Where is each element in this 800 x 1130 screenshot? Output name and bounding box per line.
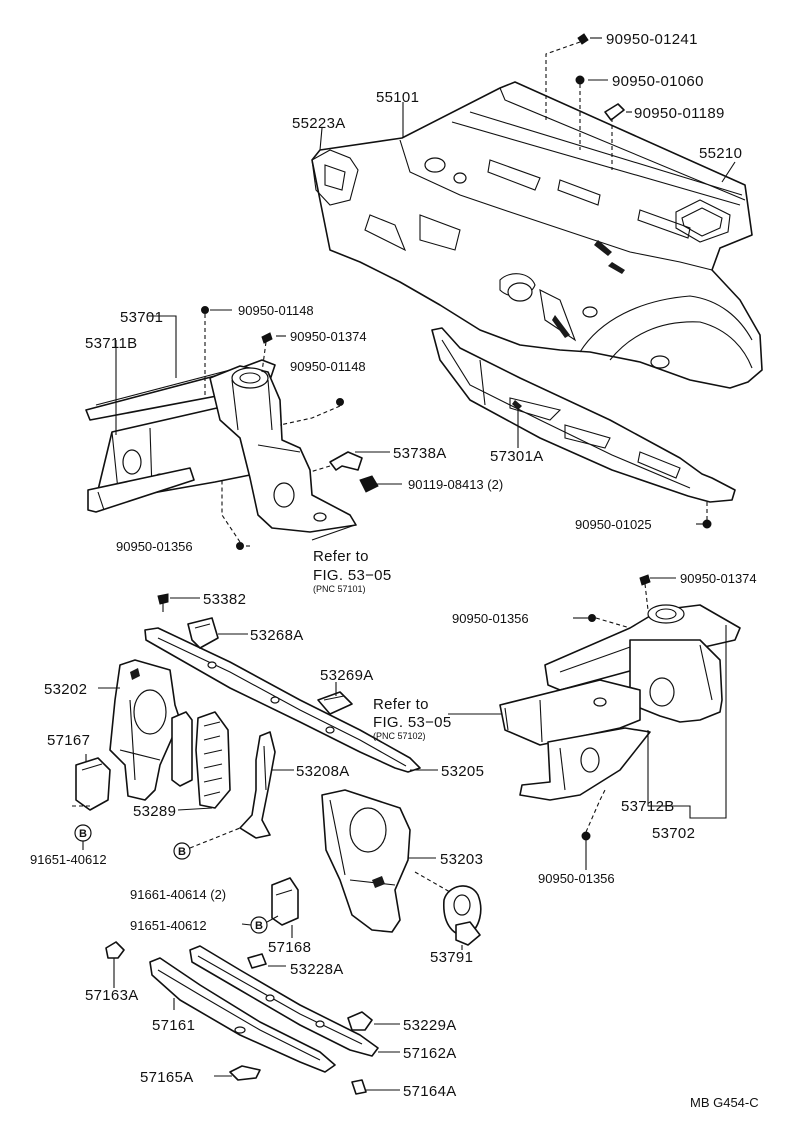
label-53702: 53702 <box>652 825 695 842</box>
label-90950-01189: 90950-01189 <box>634 105 725 122</box>
label-91661-40614: 91661-40614 (2) <box>130 887 226 902</box>
plug-90950-01060 <box>575 75 585 150</box>
label-refer-to-1: Refer to <box>313 548 369 565</box>
label-57168: 57168 <box>268 939 311 956</box>
bracket-57165A <box>229 1065 261 1081</box>
label-90950-01148-a: 90950-01148 <box>238 303 314 318</box>
bracket-57164A <box>351 1079 367 1095</box>
label-53791: 53791 <box>430 949 473 966</box>
label-53701: 53701 <box>120 309 163 326</box>
svg-text:B: B <box>255 920 263 932</box>
plugs-53702-group <box>581 574 651 841</box>
apron-53711B <box>209 365 357 533</box>
label-57163A: 57163A <box>85 987 139 1004</box>
label-91651-40612-b: 91651-40612 <box>130 918 207 933</box>
label-57164A: 57164A <box>403 1083 457 1100</box>
svg-text:B: B <box>178 846 186 858</box>
label-53268A: 53268A <box>250 627 304 644</box>
bracket-53269A <box>317 691 353 715</box>
plug-90950-01189 <box>604 103 625 170</box>
radiator-support-side-53202 <box>109 659 181 801</box>
label-pnc-ref-2: (PNC 57102) <box>373 731 426 741</box>
label-90950-01356-a: 90950-01356 <box>116 539 193 554</box>
bracket-53738A <box>309 451 363 473</box>
badge-91651-40612-a: B <box>74 824 92 842</box>
support-53289 <box>171 711 231 809</box>
label-55223A: 55223A <box>292 115 346 132</box>
insulator-55223A <box>311 149 359 206</box>
label-53289: 53289 <box>133 803 176 820</box>
label-90950-01060: 90950-01060 <box>612 73 704 90</box>
label-57161: 57161 <box>152 1017 195 1034</box>
label-53229A: 53229A <box>403 1017 457 1034</box>
bracket-53229A <box>347 1011 373 1031</box>
svg-text:B: B <box>79 828 87 840</box>
label-53203: 53203 <box>440 851 483 868</box>
label-55101: 55101 <box>376 89 419 106</box>
bracket-57167 <box>72 757 111 811</box>
label-90950-01374-a: 90950-01374 <box>290 329 367 344</box>
label-90950-01374-b: 90950-01374 <box>680 571 757 586</box>
figure-code: MB G454-C <box>690 1095 759 1110</box>
badge-91661-40614: B <box>173 827 241 860</box>
crossmember-57301A <box>431 327 736 503</box>
label-53202: 53202 <box>44 681 87 698</box>
label-57165A: 57165A <box>140 1069 194 1086</box>
label-57162A: 57162A <box>403 1045 457 1062</box>
label-53205: 53205 <box>441 763 484 780</box>
leader-lines <box>82 37 736 1091</box>
label-pnc-ref-1: (PNC 57101) <box>313 584 366 594</box>
label-90119-08413: 90119-08413 (2) <box>408 477 503 492</box>
label-90950-01025: 90950-01025 <box>575 517 652 532</box>
label-refer-to-2: Refer to <box>373 696 429 713</box>
lower-support-57161 <box>149 957 336 1073</box>
label-57301A: 57301A <box>490 448 544 465</box>
bracket-53268A <box>187 617 219 649</box>
label-53711B: 53711B <box>85 335 137 352</box>
hood-lock-support-53791 <box>414 871 482 946</box>
cowl-top-55210 <box>675 199 731 243</box>
radiator-support-side-53203 <box>321 789 411 933</box>
label-57167: 57167 <box>47 732 90 749</box>
label-53712B: 53712B <box>621 798 675 815</box>
bracket-53228A <box>247 953 267 969</box>
label-90950-01241: 90950-01241 <box>606 31 698 48</box>
label-53738A: 53738A <box>393 445 447 462</box>
bolt-53382 <box>157 593 169 612</box>
fasteners-53701-group <box>201 306 344 550</box>
label-55210: 55210 <box>699 145 742 162</box>
radiator-support-upper-53205 <box>144 627 421 773</box>
label-53382: 53382 <box>203 591 246 608</box>
side-member-assembly-53702 <box>499 604 741 801</box>
label-90950-01356-c: 90950-01356 <box>538 871 615 886</box>
label-53228A: 53228A <box>290 961 344 978</box>
lower-support-57162A <box>189 945 379 1057</box>
part-labels: 90950-01241 90950-01060 90950-01189 5510… <box>30 31 759 1110</box>
label-fig-ref-1: FIG. 53−05 <box>313 567 391 584</box>
label-90950-01356-b: 90950-01356 <box>452 611 529 626</box>
support-53208A <box>239 731 276 839</box>
badge-91651-40612-b: B <box>250 915 279 934</box>
label-fig-ref-2: FIG. 53−05 <box>373 714 451 731</box>
label-53208A: 53208A <box>296 763 350 780</box>
bracket-57163A <box>105 941 125 959</box>
plug-90950-01241 <box>545 33 589 120</box>
label-53269A: 53269A <box>320 667 374 684</box>
bracket-57168 <box>271 877 299 926</box>
label-90950-01148-b: 90950-01148 <box>290 359 366 374</box>
dash-panel-55101 <box>311 81 763 389</box>
label-91651-40612-a: 91651-40612 <box>30 852 107 867</box>
